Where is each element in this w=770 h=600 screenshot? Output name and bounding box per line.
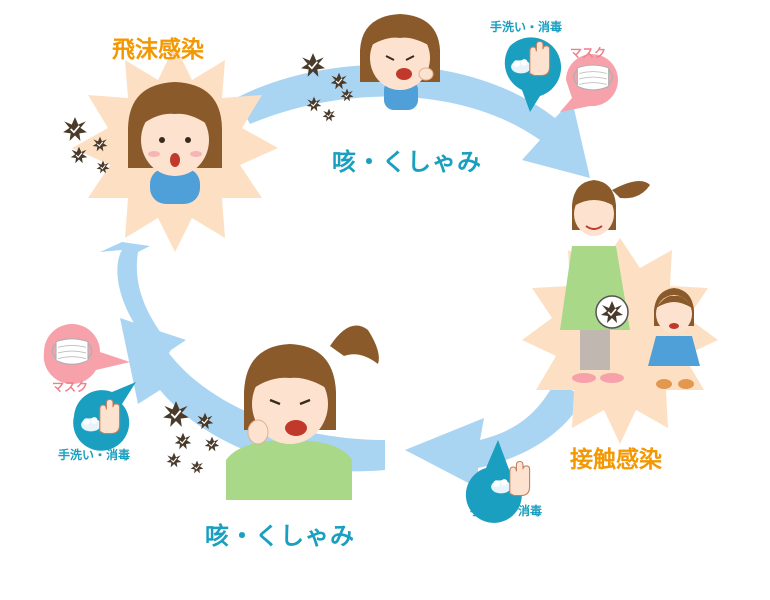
woman-cough-bottom-illustration (226, 325, 379, 500)
mask-top-label: マスク (570, 46, 607, 60)
cycle-arrows (100, 64, 590, 488)
handwash-callout-left (73, 382, 136, 451)
contact-infection-label: 接触感染 (570, 447, 662, 473)
girl-droplet-illustration (128, 82, 222, 204)
cough-sneeze-top-label: 咳・くしゃみ (332, 148, 482, 176)
arrow-top-right (236, 64, 590, 178)
handwash-callout-top (504, 37, 562, 112)
mask-callout-left (43, 324, 130, 385)
handwash-left-label: 手洗い・消毒 (58, 448, 131, 462)
handwash-callout-right (465, 440, 531, 523)
arrow-left-top (100, 242, 172, 360)
girl-cough-top-illustration (360, 14, 440, 110)
mask-left-label: マスク (52, 380, 89, 394)
droplet-infection-label: 飛沫感染 (112, 37, 204, 63)
mother-child-illustration (560, 180, 700, 389)
handwash-top-label: 手洗い・消毒 (490, 20, 563, 34)
cough-sneeze-bottom-label: 咳・くしゃみ (205, 522, 355, 550)
arrow-right-bottom (405, 380, 584, 488)
handwash-right-label: 手洗い・消毒 (470, 504, 543, 518)
mask-callout-top (560, 54, 618, 112)
